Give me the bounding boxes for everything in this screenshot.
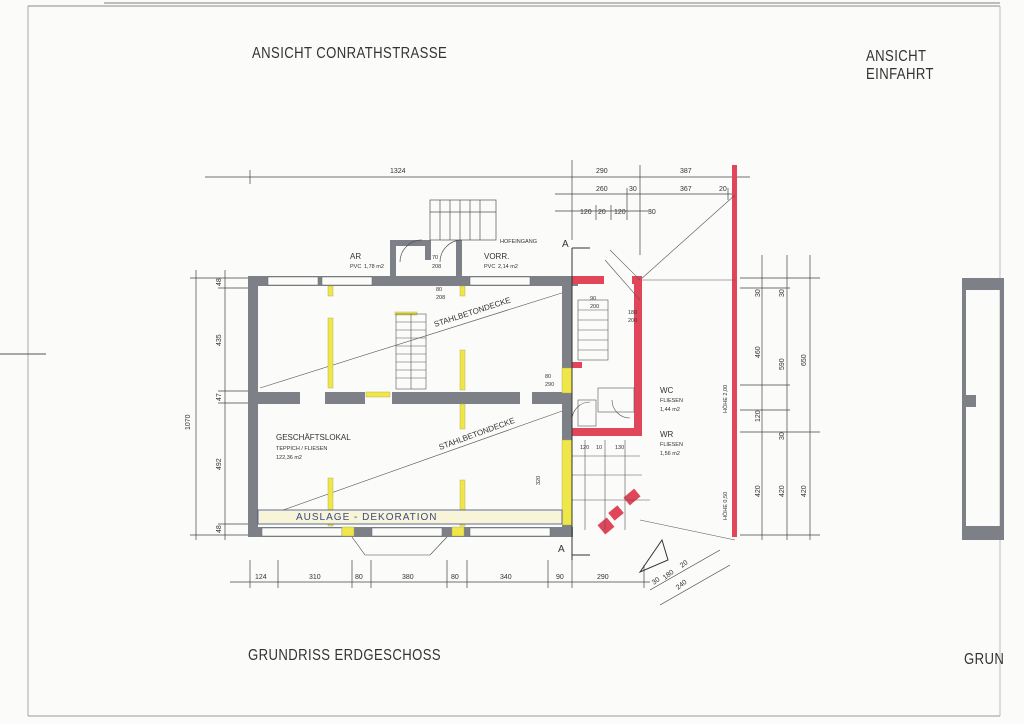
dim-bottom-b: 310 (309, 574, 321, 581)
dim-inner-10: 10 (596, 445, 602, 451)
dim-right-c1: 650 (801, 354, 808, 366)
dim-row2-b: 30 (629, 186, 637, 193)
room-wr-floor: FLIESEN (660, 442, 683, 448)
room-wc-floor: FLIESEN (660, 398, 683, 404)
dim-inner-130: 130 (615, 445, 624, 451)
dim-bottom-c: 80 (355, 574, 363, 581)
dim-wc-200: 200 (628, 318, 637, 324)
dim-bottom-e: 80 (451, 574, 459, 581)
room-ar-name: AR (350, 252, 361, 261)
dim-right-c2: 420 (801, 485, 808, 497)
elevation-einfahrt-partial (962, 278, 1004, 540)
interior-stair (395, 313, 427, 390)
dim-inner-320: 320 (536, 476, 542, 485)
room-geschaeftslokal-name: GESCHÄFTSLOKAL (276, 433, 351, 442)
auslage-zone (257, 509, 563, 525)
dim-vorr-208: 208 (436, 295, 445, 301)
dim-inner-120: 120 (580, 445, 589, 451)
label-hoehe-050: HÖHE 0,50 (722, 492, 729, 520)
dim-inner-80: 80 (545, 374, 551, 380)
dimension-right (740, 255, 820, 540)
label-auslage: AUSLAGE - DEKORATION (296, 512, 438, 523)
label-hoehe-200: HÖHE 2,00 (722, 385, 729, 413)
label-hofeingang: HOFEINGANG (500, 239, 537, 245)
dim-vorr-80: 80 (436, 287, 442, 293)
dim-top-right-b: 387 (680, 168, 692, 175)
room-wc-area: 1,44 m2 (660, 407, 680, 413)
dim-left-overall: 1070 (185, 414, 192, 430)
dim-right-a2: 460 (755, 346, 762, 358)
dim-bottom-h: 290 (597, 574, 609, 581)
dim-left-b: 435 (216, 334, 223, 346)
label-stahlbetondecke-bottom: STAHLBETONDECKE (438, 416, 516, 452)
room-wr-name: WR (660, 430, 674, 439)
dim-bottom-f: 340 (500, 574, 512, 581)
dim-inner-290: 290 (545, 382, 554, 388)
room-geschaeftslokal-floor: TEPPICH / FLIESEN (276, 446, 327, 452)
dim-row3-a: 120 (580, 209, 592, 216)
section-marker-bottom: A (558, 544, 565, 555)
corner-triangle (638, 538, 669, 574)
wc-interior (571, 249, 650, 530)
room-vorr-area: 2,14 m2 (498, 264, 518, 270)
dim-diag-c: 20 (679, 559, 690, 569)
dim-top-right-a: 290 (596, 168, 608, 175)
title-grundriss-cut: GRUN (964, 651, 1005, 668)
dim-left-a: 48 (216, 278, 223, 286)
room-geschaeftslokal-area: 122,36 m2 (276, 455, 302, 461)
dim-right-b3: 30 (779, 432, 786, 440)
dim-ar-208: 208 (432, 264, 441, 270)
room-vorr-floor: PVC (484, 264, 495, 270)
dim-right-b2: 590 (779, 358, 786, 370)
dim-row2-c: 367 (680, 186, 692, 193)
dim-right-b1: 30 (779, 289, 786, 297)
dimension-bottom (230, 549, 731, 606)
dim-left-e: 48 (216, 525, 223, 533)
dim-right-b4: 420 (779, 485, 786, 497)
title-ansicht-conrathstrasse: ANSICHT CONRATHSTRASSE (252, 45, 448, 62)
title-grundriss-erdgeschoss: GRUNDRISS ERDGESCHOSS (248, 647, 442, 664)
hofeingang-stairs (399, 199, 497, 263)
room-wr-area: 1,56 m2 (660, 451, 680, 457)
dim-bottom-g: 90 (556, 574, 564, 581)
dim-top-overall: 1324 (390, 168, 406, 175)
dim-stair-90: 90 (590, 296, 596, 302)
dim-right-a4: 420 (755, 485, 762, 497)
boundary-wall-red (732, 165, 737, 537)
title-ansicht-einfahrt: ANSICHT EINFAHRT (866, 48, 934, 83)
room-vorr-name: VORR. (484, 252, 509, 261)
dim-diag-a: 30 (651, 576, 662, 586)
room-ar-area: 1,78 m2 (364, 264, 384, 270)
dim-bottom-d: 380 (402, 574, 414, 581)
dim-ar-70: 70 (432, 255, 438, 261)
dim-wc-180: 180 (628, 310, 637, 316)
room-ar-floor: PVC (350, 264, 361, 270)
dim-row3-c: 120 (614, 209, 626, 216)
dim-right-a1: 30 (755, 289, 762, 297)
dim-bottom-a: 124 (255, 574, 267, 581)
dim-left-d: 492 (216, 458, 223, 470)
dim-stair-200: 200 (590, 304, 599, 310)
dim-row2-a: 260 (596, 186, 608, 193)
dim-row2-d: 20 (719, 186, 727, 193)
section-line-a (571, 247, 590, 560)
dimension-top (205, 160, 750, 255)
dim-row3-d: 30 (648, 209, 656, 216)
window-openings (261, 276, 551, 537)
room-wc-name: WC (660, 386, 674, 395)
walls-new-red (572, 276, 642, 535)
dimension-left (190, 270, 250, 540)
dim-right-a3: 120 (755, 410, 762, 422)
section-marker-top: A (562, 239, 569, 250)
dim-row3-b: 20 (598, 209, 606, 216)
construction-lines (254, 194, 736, 541)
dim-left-c: 47 (216, 393, 223, 401)
entrance-canopy (351, 536, 448, 556)
